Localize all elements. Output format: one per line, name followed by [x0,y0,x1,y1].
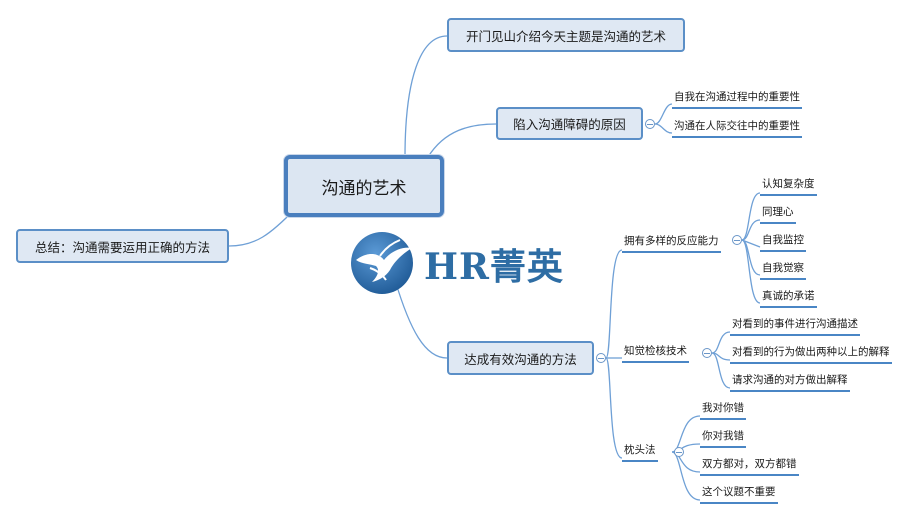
method-group-perception[interactable]: 知觉检核技术 [622,345,689,363]
connector-g1-c5 [741,239,761,304]
barrier-child-2: 沟通在人际交往中的重要性 [672,120,802,138]
branch-intro[interactable]: 开门见山介绍今天主题是沟通的艺术 [447,18,685,52]
collapse-toggle-response[interactable] [732,235,742,245]
response-child-2: 同理心 [760,206,796,224]
perception-child-3: 请求沟通的对方做出解释 [730,374,850,392]
connector-g3-c4 [671,451,701,501]
collapse-toggle-barriers[interactable] [645,119,655,129]
branch-methods[interactable]: 达成有效沟通的方法 [447,341,594,375]
branch-barriers-label: 陷入沟通障碍的原因 [513,117,626,132]
central-topic-label: 沟通的艺术 [321,178,407,199]
central-topic[interactable]: 沟通的艺术 [284,155,444,217]
summary-topic[interactable]: 总结：沟通需要运用正确的方法 [16,229,229,263]
pillow-child-1: 我对你错 [700,402,746,420]
method-group-response[interactable]: 拥有多样的反应能力 [622,235,721,253]
connector-g2-c3 [711,352,731,389]
pillow-child-2: 你对我错 [700,430,746,448]
branch-barriers[interactable]: 陷入沟通障碍的原因 [496,107,643,140]
logo-text: HR菁英 [424,246,564,288]
collapse-toggle-pillow[interactable] [674,447,684,457]
perception-child-1: 对看到的事件进行沟通描述 [730,318,860,336]
connector-branch2-child2 [654,123,673,134]
barrier-child-1: 自我在沟通过程中的重要性 [672,91,802,109]
pillow-child-3: 双方都对，双方都错 [700,458,799,476]
collapse-toggle-perception[interactable] [702,348,712,358]
eagle-globe-icon [351,232,413,294]
connector-branch3-group3 [605,357,623,459]
method-group-pillow[interactable]: 枕头法 [622,444,658,462]
connector-g1-c2 [741,219,761,241]
response-child-3: 自我监控 [760,234,806,252]
hr-logo: HR菁英 [350,228,563,298]
connector-center-branch1 [404,35,448,158]
pillow-child-4: 这个议题不重要 [700,486,778,504]
perception-child-2: 对看到的行为做出两种以上的解释 [730,346,892,364]
collapse-toggle-methods[interactable] [596,353,606,363]
branch-intro-label: 开门见山介绍今天主题是沟通的艺术 [465,28,666,44]
response-child-5: 真诚的承诺 [760,290,817,308]
response-child-4: 自我觉察 [760,262,806,280]
connector-g2-c1 [711,331,731,354]
connector-center-branch2 [427,123,497,158]
connector-center-branch3 [394,279,448,359]
connector-g1-c1 [741,192,761,241]
summary-topic-label: 总结：沟通需要运用正确的方法 [34,239,210,255]
connector-branch3-group1 [605,249,623,359]
connector-branch2-child1 [654,103,673,125]
branch-methods-label: 达成有效沟通的方法 [464,351,577,367]
response-child-1: 认知复杂度 [760,178,817,196]
